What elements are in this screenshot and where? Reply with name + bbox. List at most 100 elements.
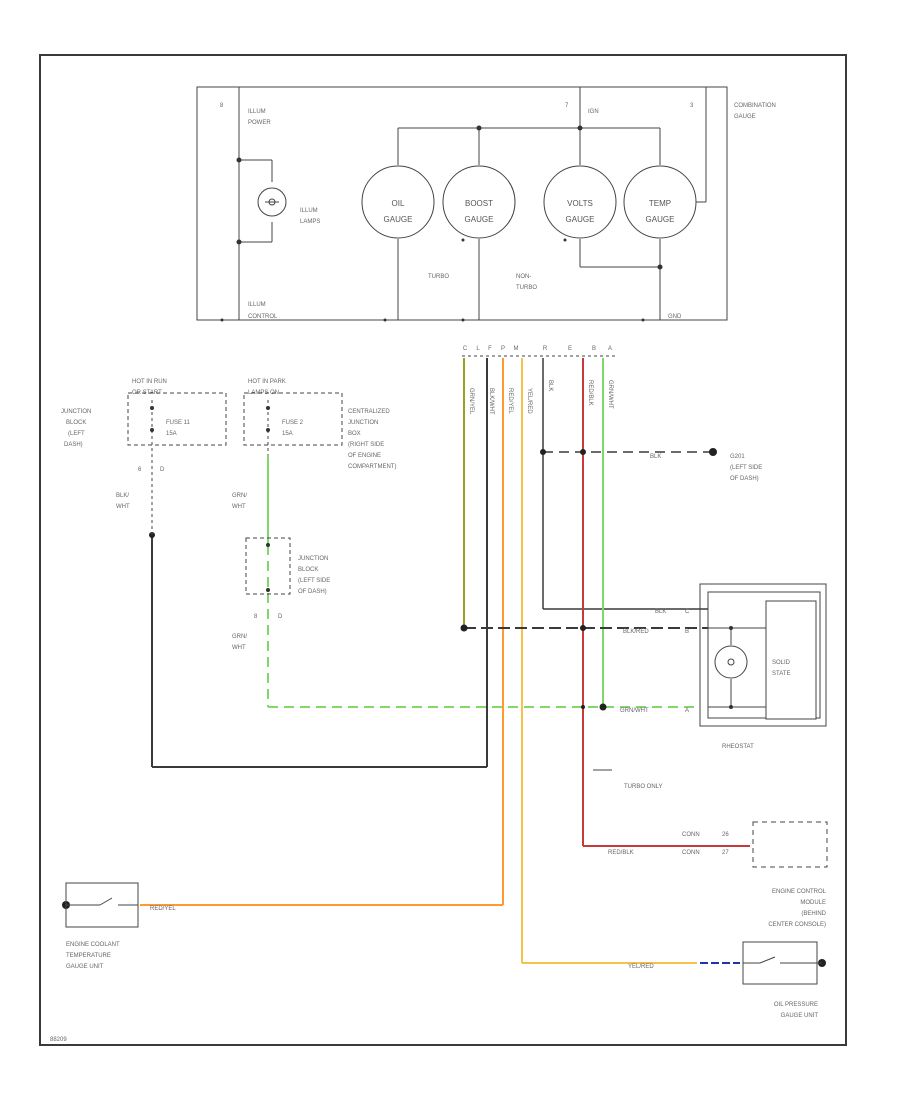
combination-gauge-label-1: COMBINATION bbox=[734, 103, 776, 109]
fuse-11-box bbox=[127, 392, 227, 446]
hot-in-run-label-1: HOT IN RUN bbox=[132, 379, 167, 385]
ecm-wire-label: RED/BLK bbox=[608, 850, 634, 856]
boost-gauge-icon bbox=[442, 165, 516, 239]
illum-control-label-1: ILLUM bbox=[248, 302, 266, 308]
fuse-2-label-1: FUSE 2 bbox=[282, 420, 304, 426]
wire-grn-wht bbox=[267, 358, 700, 708]
svg-text:A: A bbox=[608, 346, 612, 352]
svg-text:GRN/WHT: GRN/WHT bbox=[607, 380, 613, 409]
gauge-label-volts-2: GAUGE bbox=[566, 215, 595, 224]
blk-wht-label-1: BLK/ bbox=[116, 493, 129, 499]
illum-lamp-icon bbox=[257, 187, 287, 217]
coolant-label-3: GAUGE UNIT bbox=[66, 964, 104, 970]
junction-block-left-side-2: BLOCK bbox=[298, 567, 318, 573]
junction-block-left-1: JUNCTION bbox=[61, 409, 91, 415]
junction-block-left-side-3: (LEFT SIDE bbox=[298, 578, 330, 584]
vertical-wire-labels: GRN/YEL BLK/WHT RED/YEL YEL/RED BLK RED/… bbox=[468, 380, 613, 415]
coolant-label-1: ENGINE COOLANT bbox=[66, 942, 120, 948]
non-turbo-label-2: TURBO bbox=[516, 285, 537, 291]
gauge-label-oil-1: OIL bbox=[392, 199, 405, 208]
wire-blk bbox=[542, 358, 710, 610]
wire-yel-red bbox=[521, 358, 697, 964]
rheostat-pin-c: C bbox=[685, 609, 690, 615]
fuse-11-label-1: FUSE 11 bbox=[166, 420, 191, 426]
pin-6-label: 6 bbox=[138, 467, 142, 473]
rheostat-pin-b: B bbox=[685, 629, 689, 635]
oil-label-2: GAUGE UNIT bbox=[781, 1013, 819, 1019]
svg-text:L: L bbox=[476, 346, 480, 352]
rheostat-pin-a: A bbox=[685, 708, 689, 714]
oil-wire-label: YEL/RED bbox=[628, 964, 654, 970]
centralized-junction-1: CENTRALIZED bbox=[348, 409, 390, 415]
solid-state-label-2: STATE bbox=[772, 671, 790, 677]
ign-label: IGN bbox=[588, 109, 599, 115]
turbo-only-label: TURBO ONLY bbox=[624, 784, 663, 790]
illum-lamps-label-2: LAMPS bbox=[300, 219, 320, 225]
rheostat-blk-red-label: BLK/RED bbox=[623, 629, 649, 635]
gauge-label-oil-2: GAUGE bbox=[384, 215, 413, 224]
coolant-wire-label: RED/YEL bbox=[150, 906, 176, 912]
centralized-junction-3: BOX bbox=[348, 431, 361, 437]
wire-junction-dots bbox=[62, 448, 826, 967]
rheostat-label: RHEOSTAT bbox=[722, 744, 754, 750]
temp-gauge-icon bbox=[623, 165, 697, 239]
fuse-2-label-2: 15A bbox=[282, 431, 293, 437]
rheostat-dot-top bbox=[729, 626, 733, 630]
svg-text:GRN/YEL: GRN/YEL bbox=[468, 388, 474, 415]
ecm-label-3: (BEHIND bbox=[801, 911, 826, 917]
blk-wht-label-2: WHT bbox=[116, 504, 130, 510]
rheostat-box bbox=[699, 583, 827, 727]
svg-text:M: M bbox=[514, 346, 519, 352]
centralized-junction-4: (RIGHT SIDE bbox=[348, 442, 384, 448]
rheostat-lamp-icon bbox=[714, 645, 748, 679]
volts-gauge-icon bbox=[543, 165, 617, 239]
illum-control-label-2: CONTROL bbox=[248, 314, 278, 320]
svg-text:YEL/RED: YEL/RED bbox=[526, 388, 532, 414]
junction-block-left-2: BLOCK bbox=[66, 420, 86, 426]
pin-d-label: D bbox=[160, 467, 165, 473]
gnd-label: GND bbox=[668, 314, 682, 320]
centralized-junction-5: OF ENGINE bbox=[348, 453, 381, 459]
ecm-conn-label-1: CONN bbox=[682, 832, 700, 838]
fuse-11-label-2: 15A bbox=[166, 431, 177, 437]
ecm-pin-26: 26 bbox=[722, 832, 729, 838]
combination-gauge-label-2: GAUGE bbox=[734, 114, 756, 120]
illum-power-label-2: POWER bbox=[248, 120, 271, 126]
g201-label-3: OF DASH) bbox=[730, 476, 759, 482]
coolant-label-2: TEMPERATURE bbox=[66, 953, 111, 959]
junction-block-left-side-1: JUNCTION bbox=[298, 556, 328, 562]
svg-text:B: B bbox=[592, 346, 596, 352]
ecm-label-2: MODULE bbox=[800, 900, 826, 906]
g201-label-1: G201 bbox=[730, 454, 745, 460]
gauge-label-temp-2: GAUGE bbox=[646, 215, 675, 224]
oil-gauge-icon bbox=[361, 165, 435, 239]
rheostat-grn-wht-label: GRN/WHT bbox=[620, 708, 649, 714]
svg-text:P: P bbox=[501, 346, 505, 352]
svg-text:BLK/WHT: BLK/WHT bbox=[488, 388, 494, 415]
gauge-label-temp-1: TEMP bbox=[649, 199, 671, 208]
grn-wht-label-1b: WHT bbox=[232, 504, 246, 510]
ecm-label-1: ENGINE CONTROL bbox=[772, 889, 827, 895]
svg-text:F: F bbox=[488, 346, 492, 352]
junction-block-left-4: DASH) bbox=[64, 442, 83, 448]
illum-power-label-1: ILLUM bbox=[248, 109, 266, 115]
pin-8-label: 8 bbox=[220, 103, 224, 109]
svg-text:RED/BLK: RED/BLK bbox=[587, 380, 593, 406]
ecm-conn-label-2: CONN bbox=[682, 850, 700, 856]
connector-pin-labels: C L F P M R E B A bbox=[463, 346, 612, 352]
grn-wht-label-2b: WHT bbox=[232, 645, 246, 651]
rheostat-dot-bottom bbox=[729, 705, 733, 709]
pin-7-label: 7 bbox=[565, 103, 569, 109]
solid-state-label-1: SOLID bbox=[772, 660, 791, 666]
gauge-junction-dots bbox=[220, 125, 663, 322]
centralized-junction-2: JUNCTION bbox=[348, 420, 378, 426]
turbo-label: TURBO bbox=[428, 274, 449, 280]
svg-text:RED/YEL: RED/YEL bbox=[507, 388, 513, 414]
junction-block-left-3: (LEFT bbox=[68, 431, 85, 437]
svg-text:E: E bbox=[568, 346, 572, 352]
hot-in-park-label-1: HOT IN PARK bbox=[248, 379, 286, 385]
oil-pressure-gauge-unit bbox=[742, 941, 822, 985]
svg-text:C: C bbox=[463, 346, 468, 352]
oil-label-1: OIL PRESSURE bbox=[774, 1002, 818, 1008]
